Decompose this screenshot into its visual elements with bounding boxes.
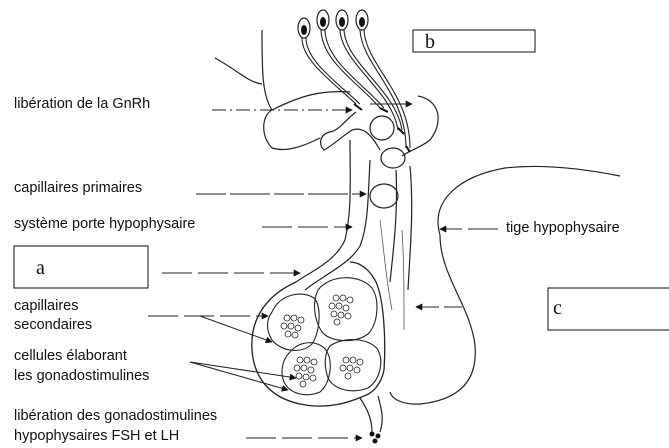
stalk-inner-1 — [380, 220, 392, 310]
anterior-pituitary — [252, 262, 385, 406]
answer-box-c[interactable]: c — [548, 288, 669, 330]
cell-cluster-4 — [340, 357, 363, 379]
label-capillaires-secondaires-1: capillaires — [14, 298, 78, 314]
posterior-lobe — [390, 166, 620, 404]
output-vessel — [360, 396, 382, 432]
brain-curve-left — [272, 92, 350, 110]
terminal-1 — [354, 104, 362, 110]
terminal-3 — [398, 128, 404, 134]
box-b-label: b — [425, 31, 435, 53]
terminal-2 — [380, 108, 388, 112]
label-systeme-porte: système porte hypophysaire — [14, 216, 195, 232]
cell-cluster-3 — [294, 357, 317, 387]
brain-curve-top — [215, 58, 262, 84]
label-tige: tige hypophysaire — [506, 220, 620, 236]
primary-capillary-bulb-3 — [370, 184, 398, 208]
output-hormone-dots — [370, 432, 381, 444]
sinusoid-1 — [268, 294, 320, 350]
stalk-inner-2 — [402, 230, 404, 330]
primary-capillary-bulb-2 — [381, 148, 405, 168]
neurons — [298, 10, 412, 152]
answer-box-a[interactable]: a — [14, 246, 148, 288]
stalk-right — [408, 166, 412, 290]
box-a-label: a — [36, 257, 45, 279]
arrow-capillaires-secondaires-2 — [200, 316, 272, 342]
cell-cluster-2 — [329, 295, 353, 325]
label-liberation-2: hypophysaires FSH et LH — [14, 428, 179, 444]
terminal-4 — [406, 146, 410, 152]
hypothalamus-outline — [262, 30, 320, 150]
portal-vessel-left — [296, 140, 350, 282]
label-cellules-1: cellules élaborant — [14, 348, 127, 364]
box-c-label: c — [553, 297, 562, 319]
sinusoid-4 — [325, 340, 381, 391]
label-liberation-1: libération des gonadostimulines — [14, 408, 217, 424]
label-cellules-2: les gonadostimulines — [14, 368, 149, 384]
answer-box-b[interactable]: b — [413, 30, 535, 53]
label-gnrh: libération de la GnRh — [14, 96, 150, 112]
neuron-1 — [298, 18, 360, 104]
primary-capillary-bulb — [370, 116, 394, 140]
cell-cluster-1 — [281, 315, 304, 338]
arrow-cellules-2 — [190, 362, 288, 390]
label-capillaires-secondaires-2: secondaires — [14, 317, 92, 333]
arrow-cellules-1 — [190, 362, 296, 378]
label-capillaires-primaires: capillaires primaires — [14, 180, 142, 196]
